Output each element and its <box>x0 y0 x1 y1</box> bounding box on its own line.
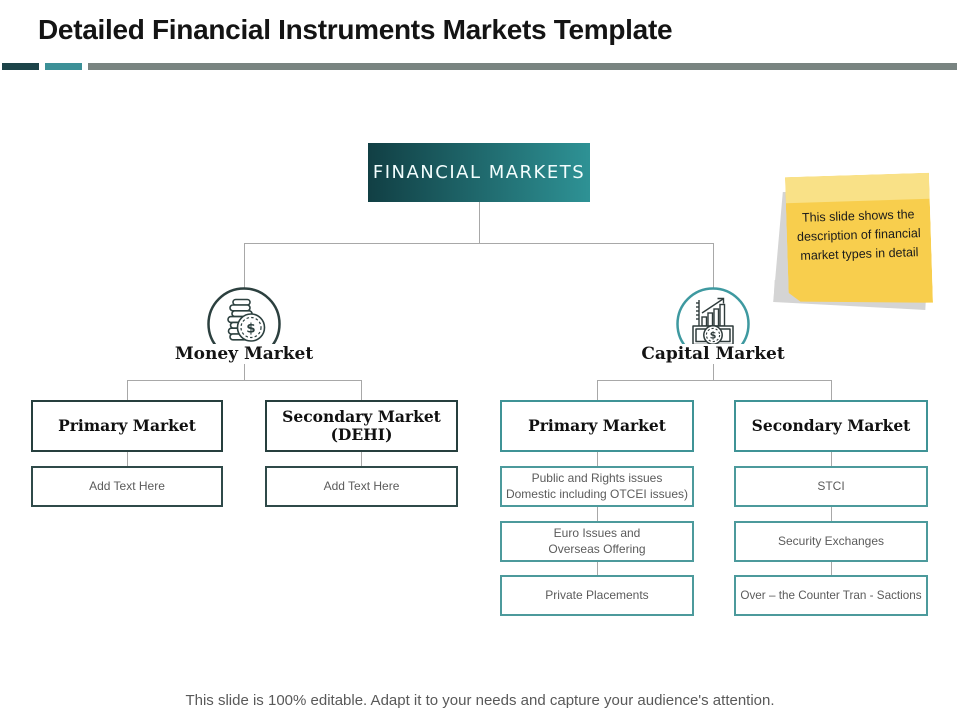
node-text: Overseas Offering <box>548 541 646 556</box>
svg-text:$: $ <box>710 331 717 342</box>
node-text: Security Exchanges <box>777 533 885 548</box>
node-capital-secondary-item-3: Over – the Counter Tran - Sactions <box>734 575 928 616</box>
connector-line <box>597 452 598 466</box>
divider-segment-teal <box>45 63 82 70</box>
node-title: Primary Market <box>528 416 666 436</box>
branch-label-money-market: Money Market <box>168 344 320 364</box>
connector-line <box>831 562 832 575</box>
node-text: Over – the Counter Tran - Sactions <box>740 588 922 602</box>
sticky-note: This slide shows the description of fina… <box>785 173 933 307</box>
connector-line <box>713 243 714 288</box>
node-title: Secondary Market <box>751 416 911 436</box>
connector-line <box>597 507 598 521</box>
connector-line <box>244 243 245 288</box>
coin-stack-icon: $ <box>207 287 281 361</box>
divider-segment-gray <box>88 63 957 70</box>
node-text: Add Text Here <box>323 478 400 493</box>
svg-text:$: $ <box>246 321 255 337</box>
connector-line <box>244 243 713 244</box>
node-capital-secondary-item-1: STCI <box>734 466 928 507</box>
node-money-primary-market: Primary Market <box>31 400 223 452</box>
node-title: Secondary Market <box>282 407 441 427</box>
node-text: STCI <box>817 478 845 493</box>
node-capital-primary-item-3: Private Placements <box>500 575 694 616</box>
node-text: Add Text Here <box>89 478 165 493</box>
node-money-secondary-item: Add Text Here <box>265 466 458 507</box>
node-text: Domestic including OTCEI issues) <box>505 486 689 501</box>
connector-line <box>713 362 714 380</box>
node-text: Public and Rights issues <box>531 470 663 485</box>
node-capital-primary-item-2: Euro Issues and Overseas Offering <box>500 521 694 562</box>
connector-line <box>127 380 362 381</box>
connector-line <box>361 452 362 466</box>
connector-line <box>244 362 245 380</box>
money-growth-chart-icon: $ <box>676 287 750 361</box>
node-money-secondary-market: Secondary Market (DEHI) <box>265 400 458 452</box>
node-title: Primary Market <box>58 416 196 436</box>
connector-line <box>831 507 832 521</box>
node-capital-primary-item-1: Public and Rights issues Domestic includ… <box>500 466 694 507</box>
node-capital-secondary-item-2: Security Exchanges <box>734 521 928 562</box>
connector-line <box>831 380 832 400</box>
connector-line <box>127 452 128 466</box>
node-capital-secondary-market: Secondary Market <box>734 400 928 452</box>
connector-line <box>361 380 362 400</box>
connector-line <box>597 380 832 381</box>
sticky-note-fold <box>785 173 930 204</box>
root-node-financial-markets: FINANCIAL MARKETS <box>368 143 590 202</box>
node-text: Euro Issues and <box>553 525 641 540</box>
node-text: Private Placements <box>545 587 649 602</box>
connector-line <box>597 380 598 400</box>
branch-label-capital-market: Capital Market <box>635 344 791 364</box>
connector-line <box>479 202 480 243</box>
slide-title: Detailed Financial Instruments Markets T… <box>38 14 673 45</box>
node-capital-primary-market: Primary Market <box>500 400 694 452</box>
sticky-note-text: This slide shows the description of fina… <box>796 207 921 263</box>
connector-line <box>597 562 598 575</box>
footer-note: This slide is 100% editable. Adapt it to… <box>185 692 775 709</box>
divider-segment-dark <box>2 63 39 70</box>
root-node-label: FINANCIAL MARKETS <box>372 162 586 183</box>
connector-line <box>831 452 832 466</box>
node-title-subline: (DEHI) <box>330 425 393 444</box>
node-money-primary-item: Add Text Here <box>31 466 223 507</box>
connector-line <box>127 380 128 400</box>
